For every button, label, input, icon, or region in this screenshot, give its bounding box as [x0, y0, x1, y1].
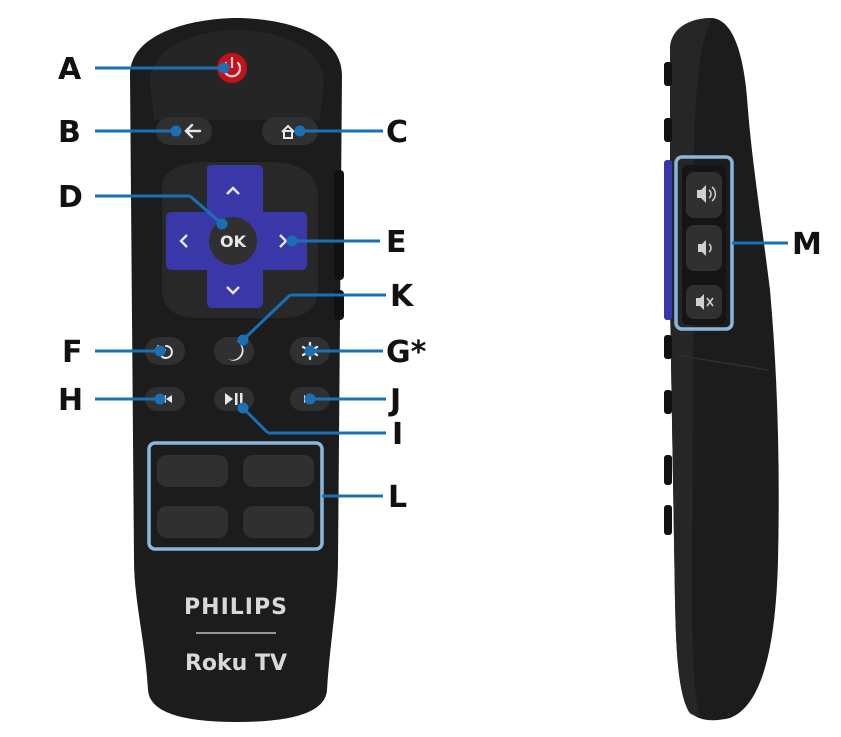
play-pause-icon: [225, 393, 243, 405]
ok-label: OK: [220, 232, 247, 251]
chevron-up-icon[interactable]: [226, 186, 240, 195]
callout-label-a: A: [58, 52, 82, 87]
remote-side: [664, 18, 779, 721]
remote-front: OK: [130, 18, 344, 722]
side-bump: [664, 118, 672, 142]
callout-dot-d: [216, 218, 228, 230]
side-bump: [664, 62, 672, 86]
remote-side-edge: [670, 18, 712, 716]
callout-dot-g: [304, 345, 316, 357]
brand-logo: PHILIPS: [184, 595, 288, 620]
volume-down-icon: [698, 240, 712, 256]
chevron-right-icon[interactable]: [279, 234, 288, 248]
volume-up-icon: [697, 185, 717, 203]
callout-label-l: L: [388, 480, 407, 515]
callout-label-m: M: [792, 227, 822, 262]
seam-line: [675, 354, 769, 371]
callout-dot-i: [237, 402, 249, 414]
callout-label-k: K: [390, 279, 415, 314]
callout-label-b: B: [58, 115, 81, 150]
product-logo: Roku TV: [185, 651, 287, 676]
side-edge-strip: [334, 170, 344, 280]
callout-dot-f: [154, 345, 166, 357]
chevron-left-icon[interactable]: [179, 234, 188, 248]
shortcut-button-1[interactable]: [157, 455, 228, 487]
callout-label-i: I: [392, 417, 403, 452]
callout-lines: [95, 62, 788, 498]
dpad-edge: [664, 160, 672, 320]
callout-dot-c: [294, 125, 306, 137]
side-bump: [664, 505, 672, 535]
side-bump: [664, 390, 672, 414]
back-button[interactable]: [156, 117, 212, 145]
callout-label-f: F: [62, 335, 83, 370]
shortcut-button-4[interactable]: [243, 506, 314, 538]
callout-dot-k: [237, 334, 249, 346]
shortcut-button-2[interactable]: [243, 455, 314, 487]
callout-label-e: E: [386, 225, 407, 260]
side-edge-strip-2: [334, 290, 344, 320]
callout-dot-b: [170, 125, 182, 137]
mute-icon: [696, 294, 714, 310]
chevron-down-icon[interactable]: [226, 286, 240, 295]
side-bump: [664, 335, 672, 359]
back-arrow-icon: [184, 123, 202, 139]
callout-line-d2: [189, 194, 223, 226]
callout-dot-h: [154, 393, 166, 405]
side-bump: [664, 455, 672, 485]
callout-label-j: J: [388, 383, 401, 418]
callout-line-k1: [241, 293, 292, 342]
callout-line-i1: [241, 406, 270, 435]
callout-label-c: C: [386, 115, 408, 150]
callout-dot-j: [304, 393, 316, 405]
callout-dot-e: [286, 235, 298, 247]
callout-dot-a: [218, 62, 230, 74]
callout-label-h: H: [58, 383, 83, 418]
callout-label-d: D: [58, 180, 83, 215]
shortcut-button-3[interactable]: [157, 506, 228, 538]
home-icon: [281, 124, 295, 139]
callout-label-g: G*: [386, 335, 427, 370]
